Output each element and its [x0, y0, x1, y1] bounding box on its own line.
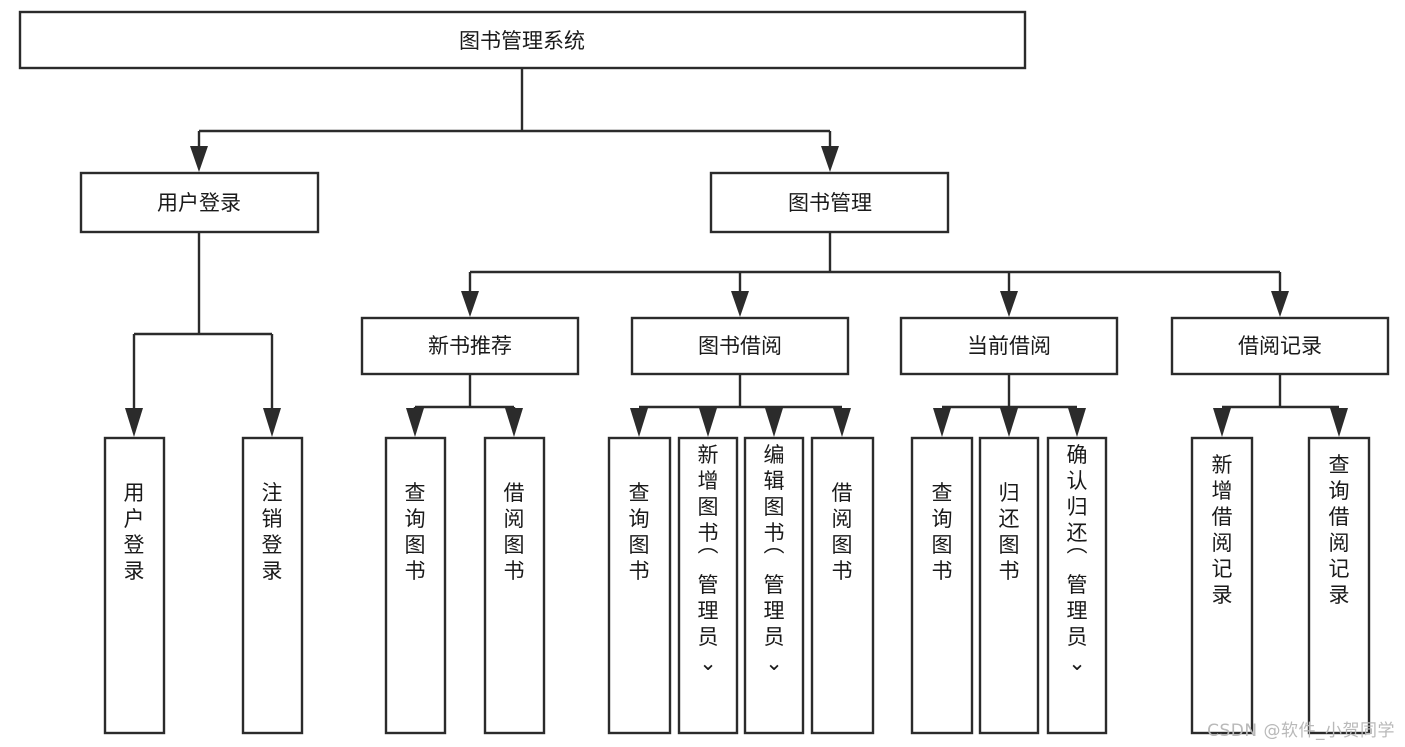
node-leaf-add-record-label: 新增借阅记录 — [1212, 453, 1233, 607]
node-leaf-query-record[interactable]: 查询借阅记录 — [1307, 436, 1371, 735]
node-leaf-query-book-1-label: 查询图书 — [405, 481, 426, 583]
arrow-to-current-borrow — [1000, 291, 1018, 317]
node-book-manage[interactable]: 图书管理 — [709, 171, 950, 234]
node-leaf-query-book-2-label: 查询图书 — [629, 481, 650, 583]
node-book-manage-box[interactable] — [709, 171, 950, 234]
node-current-borrow-box[interactable] — [899, 316, 1119, 376]
node-root-box[interactable] — [18, 10, 1027, 70]
arrow-to-leaf-edit-book — [765, 408, 783, 437]
node-leaf-query-book-2-box[interactable] — [607, 436, 672, 735]
node-leaf-user-login-box[interactable] — [103, 436, 166, 735]
node-new-book-recommend-label: 新书推荐 — [428, 334, 512, 358]
arrow-to-leaf-confirm-return — [1068, 408, 1086, 437]
node-leaf-confirm-return[interactable]: 确认归还⌒管理员⌄ — [1046, 436, 1108, 735]
arrow-to-leaf-query-record — [1330, 408, 1348, 437]
node-leaf-query-book-2[interactable]: 查询图书 — [607, 436, 672, 735]
node-leaf-add-record[interactable]: 新增借阅记录 — [1190, 436, 1254, 735]
csdn-watermark: CSDN @软件_小贺同学 — [1207, 721, 1395, 741]
node-borrow-record-box[interactable] — [1170, 316, 1390, 376]
node-leaf-add-book-label: 新增图书⌒管理员⌄ — [698, 443, 719, 675]
arrow-to-leaf-user-logout — [263, 408, 281, 437]
node-leaf-confirm-return-box[interactable] — [1046, 436, 1108, 735]
node-leaf-return-book[interactable]: 归还图书 — [978, 436, 1040, 735]
arrow-to-book-manage — [821, 146, 839, 172]
arrow-to-borrow-record — [1271, 291, 1289, 317]
node-leaf-edit-book-box[interactable] — [743, 436, 805, 735]
node-leaf-borrow-book-2-box[interactable] — [810, 436, 875, 735]
arrow-to-leaf-borrow-book-1 — [505, 408, 523, 437]
arrow-to-leaf-borrow-book-2 — [833, 408, 851, 437]
arrow-to-new-book-recommend — [461, 291, 479, 317]
arrow-to-leaf-add-book — [699, 408, 717, 437]
node-leaf-return-book-box[interactable] — [978, 436, 1040, 735]
arrow-to-leaf-add-record — [1213, 408, 1231, 437]
node-book-manage-label: 图书管理 — [788, 191, 872, 215]
node-leaf-user-logout-label: 注销登录 — [262, 481, 283, 583]
node-leaf-borrow-book-1[interactable]: 借阅图书 — [483, 436, 546, 735]
node-leaf-borrow-book-1-label: 借阅图书 — [504, 481, 525, 583]
node-book-borrow[interactable]: 图书借阅 — [630, 316, 850, 376]
node-new-book-recommend[interactable]: 新书推荐 — [360, 316, 580, 376]
arrow-to-leaf-return-book — [1000, 408, 1018, 437]
node-leaf-return-book-label: 归还图书 — [999, 481, 1020, 583]
node-leaf-user-login-label: 用户登录 — [124, 481, 145, 583]
node-user-login[interactable]: 用户登录 — [79, 171, 320, 234]
node-current-borrow[interactable]: 当前借阅 — [899, 316, 1119, 376]
node-leaf-add-record-box[interactable] — [1190, 436, 1254, 735]
arrow-to-leaf-query-book-2 — [630, 408, 648, 437]
node-leaf-add-book[interactable]: 新增图书⌒管理员⌄ — [677, 436, 739, 735]
node-leaf-query-book-3[interactable]: 查询图书 — [910, 436, 974, 735]
node-leaf-query-book-1-box[interactable] — [384, 436, 447, 735]
node-book-borrow-label: 图书借阅 — [698, 334, 782, 358]
node-user-login-label: 用户登录 — [157, 191, 241, 215]
node-leaf-query-record-box[interactable] — [1307, 436, 1371, 735]
node-root-label: 图书管理系统 — [459, 29, 585, 53]
node-borrow-record-label: 借阅记录 — [1238, 334, 1322, 358]
node-leaf-query-book-3-box[interactable] — [910, 436, 974, 735]
node-leaf-borrow-book-1-box[interactable] — [483, 436, 546, 735]
node-leaf-borrow-book-2[interactable]: 借阅图书 — [810, 436, 875, 735]
node-leaf-query-book-1[interactable]: 查询图书 — [384, 436, 447, 735]
node-new-book-recommend-box[interactable] — [360, 316, 580, 376]
node-borrow-record[interactable]: 借阅记录 — [1170, 316, 1390, 376]
node-leaf-query-record-label: 查询借阅记录 — [1329, 453, 1350, 607]
node-leaf-confirm-return-label: 确认归还⌒管理员⌄ — [1067, 443, 1088, 675]
node-leaf-edit-book-label: 编辑图书⌒管理员⌄ — [764, 443, 785, 675]
node-leaf-borrow-book-2-label: 借阅图书 — [832, 481, 853, 583]
node-current-borrow-label: 当前借阅 — [967, 334, 1051, 358]
node-user-login-box[interactable] — [79, 171, 320, 234]
node-leaf-user-logout-box[interactable] — [241, 436, 304, 735]
leaf-nodes-layer: 用户登录 注销登录 查询图书 借阅图书 查询图书 新增图书⌒管理员⌄ — [103, 436, 1371, 735]
arrow-to-user-login — [190, 146, 208, 172]
node-leaf-edit-book[interactable]: 编辑图书⌒管理员⌄ — [743, 436, 805, 735]
arrow-to-leaf-query-book-3 — [933, 408, 951, 437]
connectors-layer — [125, 68, 1348, 437]
arrow-to-leaf-query-book-1 — [406, 408, 424, 437]
node-leaf-query-book-3-label: 查询图书 — [932, 481, 953, 583]
node-leaf-add-book-box[interactable] — [677, 436, 739, 735]
node-leaf-user-logout[interactable]: 注销登录 — [241, 436, 304, 735]
node-leaf-user-login[interactable]: 用户登录 — [103, 436, 166, 735]
arrow-to-leaf-user-login — [125, 408, 143, 437]
node-book-borrow-box[interactable] — [630, 316, 850, 376]
arrow-to-book-borrow — [731, 291, 749, 317]
node-root[interactable]: 图书管理系统 — [18, 10, 1027, 70]
